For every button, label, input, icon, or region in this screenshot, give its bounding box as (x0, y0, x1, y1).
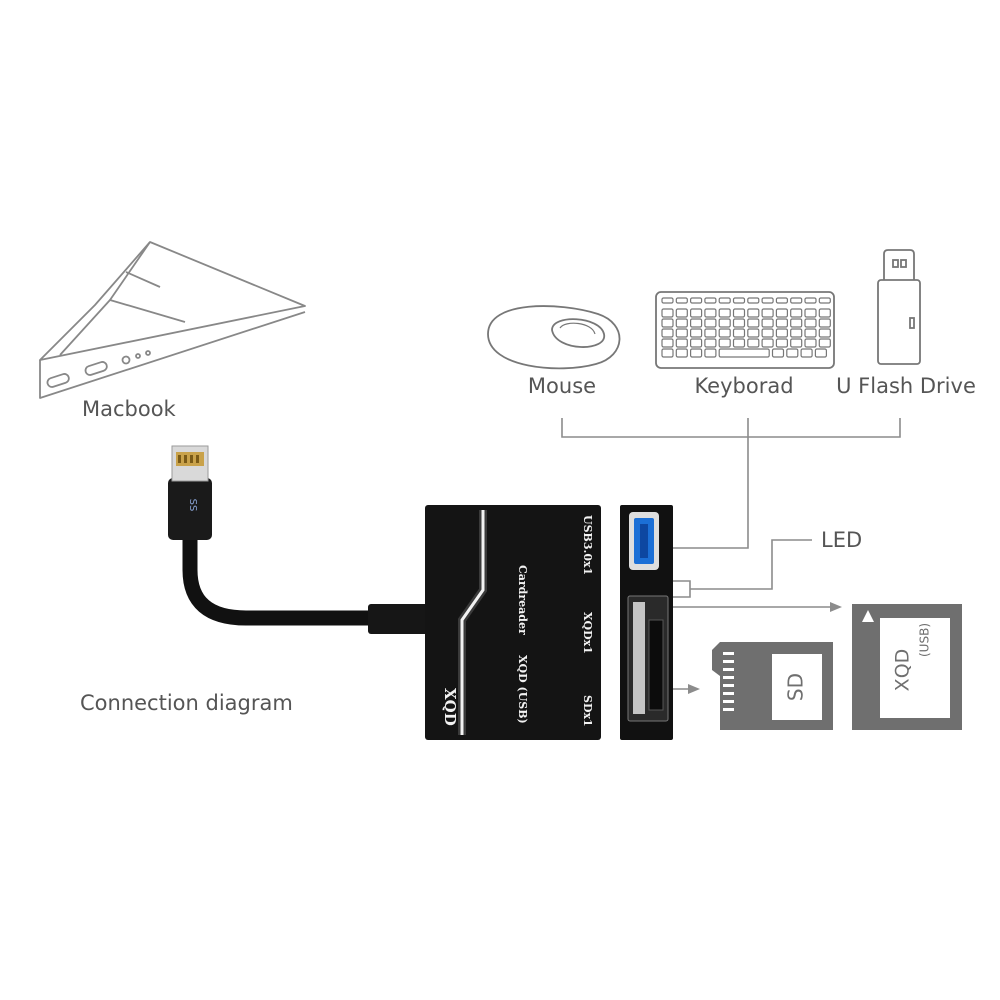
macbook-icon (39, 241, 306, 399)
macbook-label: Macbook (82, 397, 176, 421)
sd-card-label: SD (784, 673, 808, 701)
xqd-card-label: XQD (892, 649, 914, 692)
card-reader-body (425, 505, 601, 740)
device-port-usb: USB3.0x1 (581, 515, 594, 576)
peripheral-bracket (561, 418, 901, 549)
xqd-card-icon (852, 604, 962, 730)
sd-card-icon (712, 642, 833, 730)
mouse-label: Mouse (527, 374, 597, 398)
usb-cable (168, 445, 430, 634)
connection-diagram-label: Connection diagram (80, 691, 293, 715)
device-port-sd: SDx1 (581, 695, 594, 727)
flash-drive-icon (877, 249, 921, 365)
xqd-card-sublabel: (USB) (918, 623, 932, 657)
device-brand: XQD (441, 688, 459, 726)
keyboard-label: Keyborad (694, 374, 794, 398)
led-label: LED (821, 528, 863, 552)
card-reader-side (620, 505, 673, 740)
keyboard-icon (655, 291, 835, 369)
led-leader (658, 539, 812, 598)
device-model: XQD (USB) (516, 655, 529, 724)
ss-mark: SS (187, 499, 198, 512)
mouse-icon (487, 305, 621, 370)
device-product: Cardreader (516, 565, 529, 635)
flash-drive-label: U Flash Drive (836, 374, 976, 398)
device-port-xqd: XQDx1 (581, 612, 594, 654)
